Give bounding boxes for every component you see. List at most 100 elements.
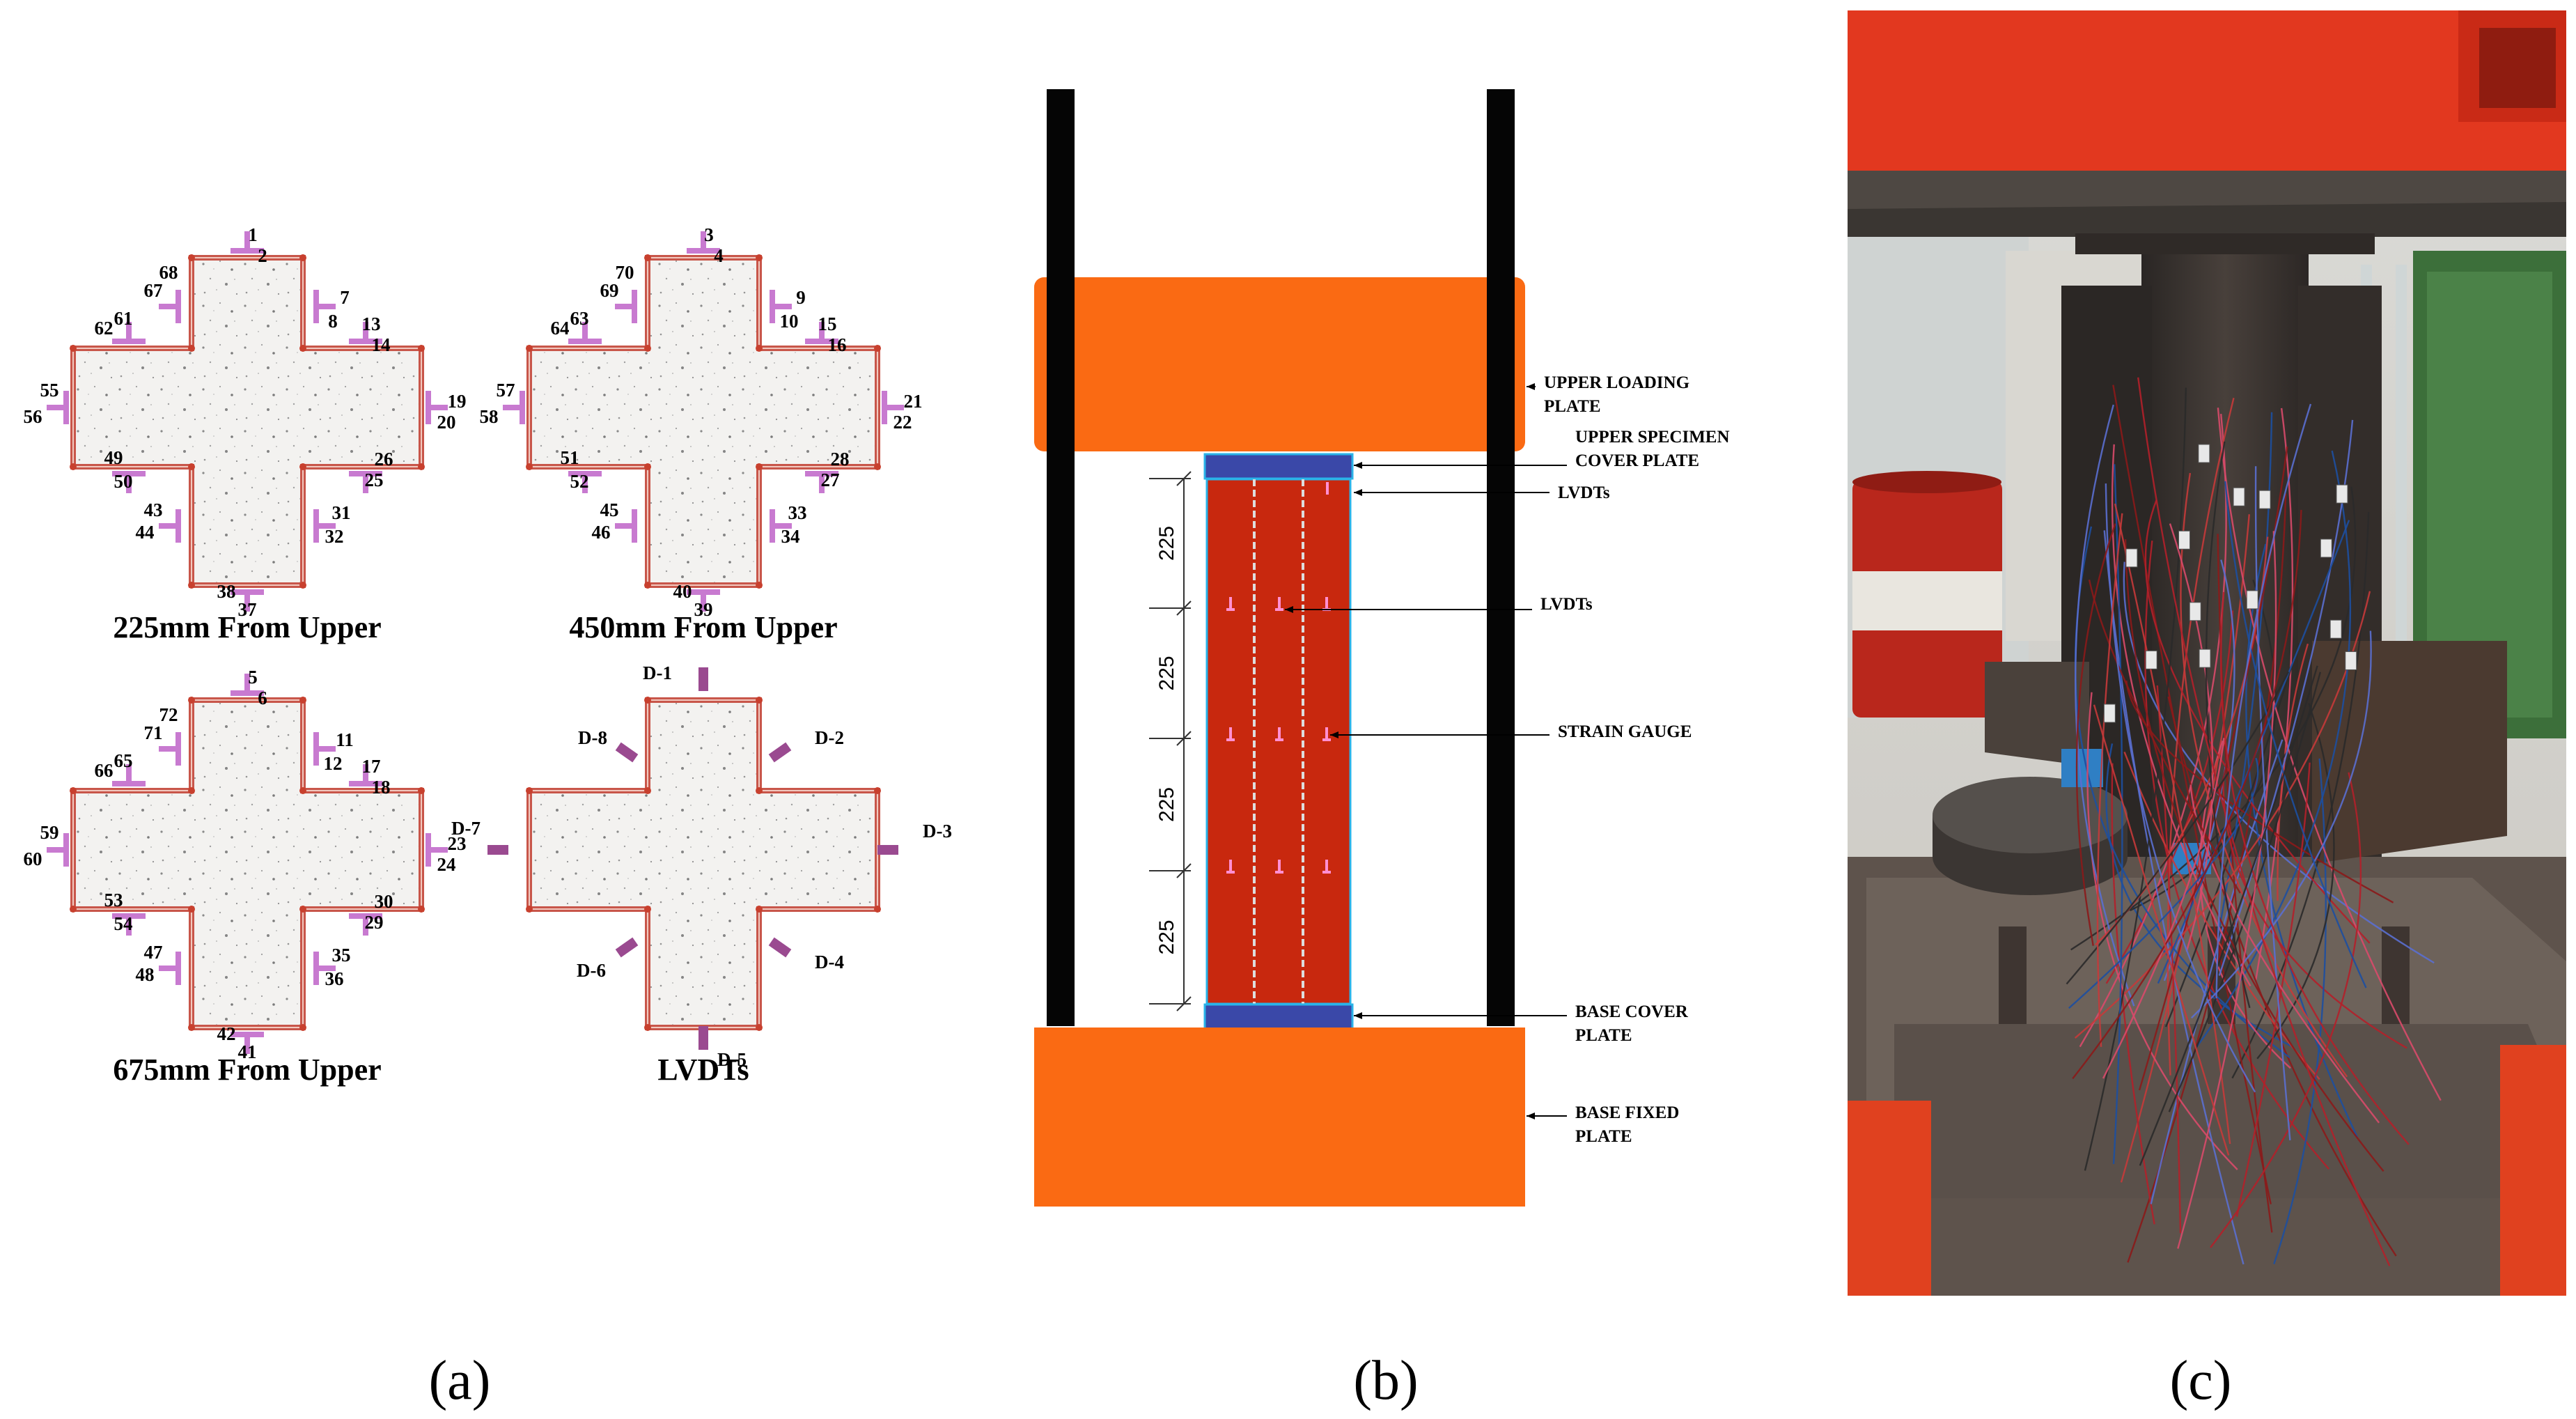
base-fixed-plate	[1034, 1028, 1525, 1207]
corner-stud	[756, 1024, 763, 1031]
gauge-label: 63	[570, 308, 589, 329]
strain-gauge	[805, 471, 838, 493]
strain-gauge	[231, 231, 264, 254]
corner-stud	[526, 463, 533, 470]
strain-gauge	[349, 322, 382, 344]
lvdt-marker	[698, 667, 708, 691]
gauge-label: 45	[600, 499, 619, 520]
callout-text: PLATE	[1544, 397, 1601, 416]
gauge-label: 58	[480, 406, 499, 427]
corner-stud	[299, 463, 306, 470]
red-loading-head	[1848, 10, 2566, 178]
strain-gauge	[770, 290, 792, 323]
lvdt-label: D-5	[717, 1049, 747, 1070]
wire	[2075, 523, 2116, 946]
lvdt-marker	[487, 845, 508, 855]
lvdt-marker	[1326, 482, 1329, 495]
strain-gauge	[159, 509, 181, 543]
lvdt-label: D-6	[577, 960, 606, 981]
gauge-label: 48	[136, 964, 155, 985]
wire	[2130, 579, 2277, 912]
gauge-label: 19	[448, 391, 467, 412]
callout-text: BASE COVER	[1575, 1002, 1689, 1021]
gauge-label: 26	[375, 449, 393, 470]
base-cover-plate	[1203, 1003, 1354, 1030]
wire	[2215, 403, 2312, 999]
strain-gauge	[231, 1032, 264, 1054]
wire	[2072, 509, 2302, 1080]
callout-text: PLATE	[1575, 1127, 1632, 1146]
gauge-label: 32	[325, 526, 344, 547]
section-title: 675mm From Upper	[113, 1053, 381, 1087]
gauge-label: 38	[217, 581, 236, 602]
lvdt-label: D-2	[815, 727, 844, 748]
cross-section-outline	[70, 255, 424, 588]
gauge-label: 67	[144, 280, 163, 301]
wire	[2194, 450, 2352, 1049]
gauge-label: 13	[362, 313, 381, 334]
corner-stud	[188, 345, 195, 352]
corner-stud	[188, 582, 195, 589]
lvdt-marker	[698, 1026, 708, 1050]
gauge-label: 42	[217, 1023, 236, 1044]
callout-text: STRAIN GAUGE	[1558, 722, 1692, 741]
connector	[2233, 487, 2245, 506]
gauge-label: 17	[362, 756, 381, 777]
wire	[2105, 483, 2256, 1093]
corner-stud	[418, 906, 425, 913]
wire	[2224, 481, 2367, 988]
gauge-label: 16	[828, 334, 847, 355]
corner-stud	[418, 463, 425, 470]
panel-tag-c: (c)	[2170, 1350, 2232, 1411]
strain-gauge	[1275, 738, 1283, 741]
wire	[2066, 671, 2290, 985]
callout-text: LVDTs	[1540, 595, 1593, 614]
corner-stud	[299, 787, 306, 794]
corner-stud	[874, 463, 881, 470]
gauge-label: 65	[114, 750, 133, 771]
right-threaded-rod	[1487, 89, 1515, 1026]
gauge-label: 51	[561, 447, 579, 468]
corner-stud	[188, 254, 195, 261]
gauge-label: 61	[114, 308, 133, 329]
gauge-label: 27	[821, 470, 840, 490]
gauge-label: 20	[437, 412, 456, 433]
lvdt-label: D-3	[923, 821, 952, 842]
wire	[2144, 499, 2371, 944]
callout-text: UPPER SPECIMEN	[1575, 428, 1730, 447]
gauge-label: 30	[375, 891, 393, 912]
corner-stud	[644, 463, 651, 470]
strain-gauge	[615, 290, 637, 323]
connector	[2189, 602, 2201, 621]
strain-gauge	[349, 913, 382, 936]
strain-gauge	[1322, 738, 1331, 741]
corner-stud	[418, 787, 425, 794]
wire	[2235, 762, 2311, 1217]
corner-stud	[188, 787, 195, 794]
corner-stud	[70, 345, 77, 352]
wire	[2167, 397, 2235, 1076]
gauge-label: 1	[248, 224, 258, 245]
wire	[2079, 413, 2227, 1048]
strain-gauge	[687, 231, 720, 254]
wire	[2139, 665, 2318, 1166]
wire	[2084, 387, 2187, 1171]
corner-stud	[188, 1024, 195, 1031]
strain-gauge	[349, 764, 382, 786]
strain-gauge	[313, 952, 336, 985]
gauge-label: 55	[40, 380, 59, 401]
gauge-label: 2	[258, 245, 267, 266]
strain-gauge	[1275, 871, 1283, 874]
corner-stud	[756, 906, 763, 913]
cover-top	[2075, 233, 2375, 254]
left-threaded-rod	[1047, 89, 1075, 1026]
connector	[2258, 490, 2271, 509]
wire	[2096, 513, 2123, 1047]
strain-gauge-markers	[1226, 482, 1331, 874]
